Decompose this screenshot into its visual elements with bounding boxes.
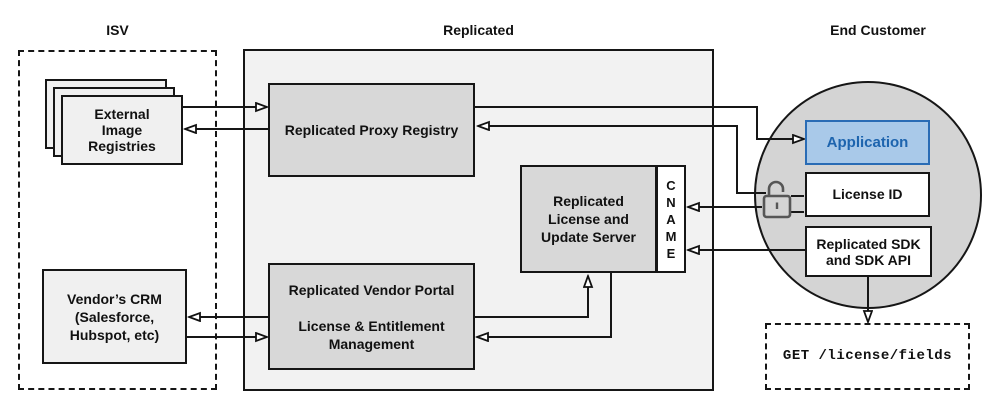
end-customer-section-title: End Customer: [830, 22, 926, 38]
get-license-fields-label: GET /license/fields: [782, 348, 953, 364]
license-id-node: License ID: [805, 172, 930, 217]
replicated-sdk-label: Replicated SDK and SDK API: [816, 235, 921, 268]
arrow-proxy-to-application: [475, 106, 804, 139]
arrow-license-to-proxy: [478, 126, 766, 194]
replicated-vendor-portal-label: Replicated Vendor Portal License & Entit…: [288, 281, 455, 352]
license-id-label: License ID: [832, 186, 903, 202]
license-update-server-label: Replicated License and Update Server: [541, 193, 636, 245]
cname-label: C N A M E: [665, 177, 677, 261]
replicated-proxy-registry-node: Replicated Proxy Registry: [268, 83, 475, 177]
isv-section-title: ISV: [106, 22, 129, 38]
vendor-crm-node: Vendor’s CRM (Salesforce, Hubspot, etc): [42, 269, 187, 364]
arrow-server-to-portal: [477, 273, 612, 337]
vendor-crm-label: Vendor’s CRM (Salesforce, Hubspot, etc): [67, 290, 162, 343]
application-label: Application: [826, 134, 909, 151]
replicated-proxy-registry-label: Replicated Proxy Registry: [284, 121, 459, 138]
external-image-registries-label: External Image Registries: [88, 106, 156, 154]
replicated-sdk-node: Replicated SDK and SDK API: [805, 226, 932, 277]
license-update-server-node: Replicated License and Update Server: [520, 165, 657, 273]
get-license-fields-node: GET /license/fields: [765, 323, 970, 390]
external-image-registries-node: External Image Registries: [61, 95, 183, 165]
arrow-portal-to-server: [475, 276, 588, 318]
application-node: Application: [805, 120, 930, 165]
replicated-vendor-portal-node: Replicated Vendor Portal License & Entit…: [268, 263, 475, 370]
unlock-icon: [762, 180, 792, 219]
cname-node: C N A M E: [656, 165, 686, 273]
replicated-section-title: Replicated: [443, 22, 514, 38]
isv-container: [18, 50, 217, 390]
